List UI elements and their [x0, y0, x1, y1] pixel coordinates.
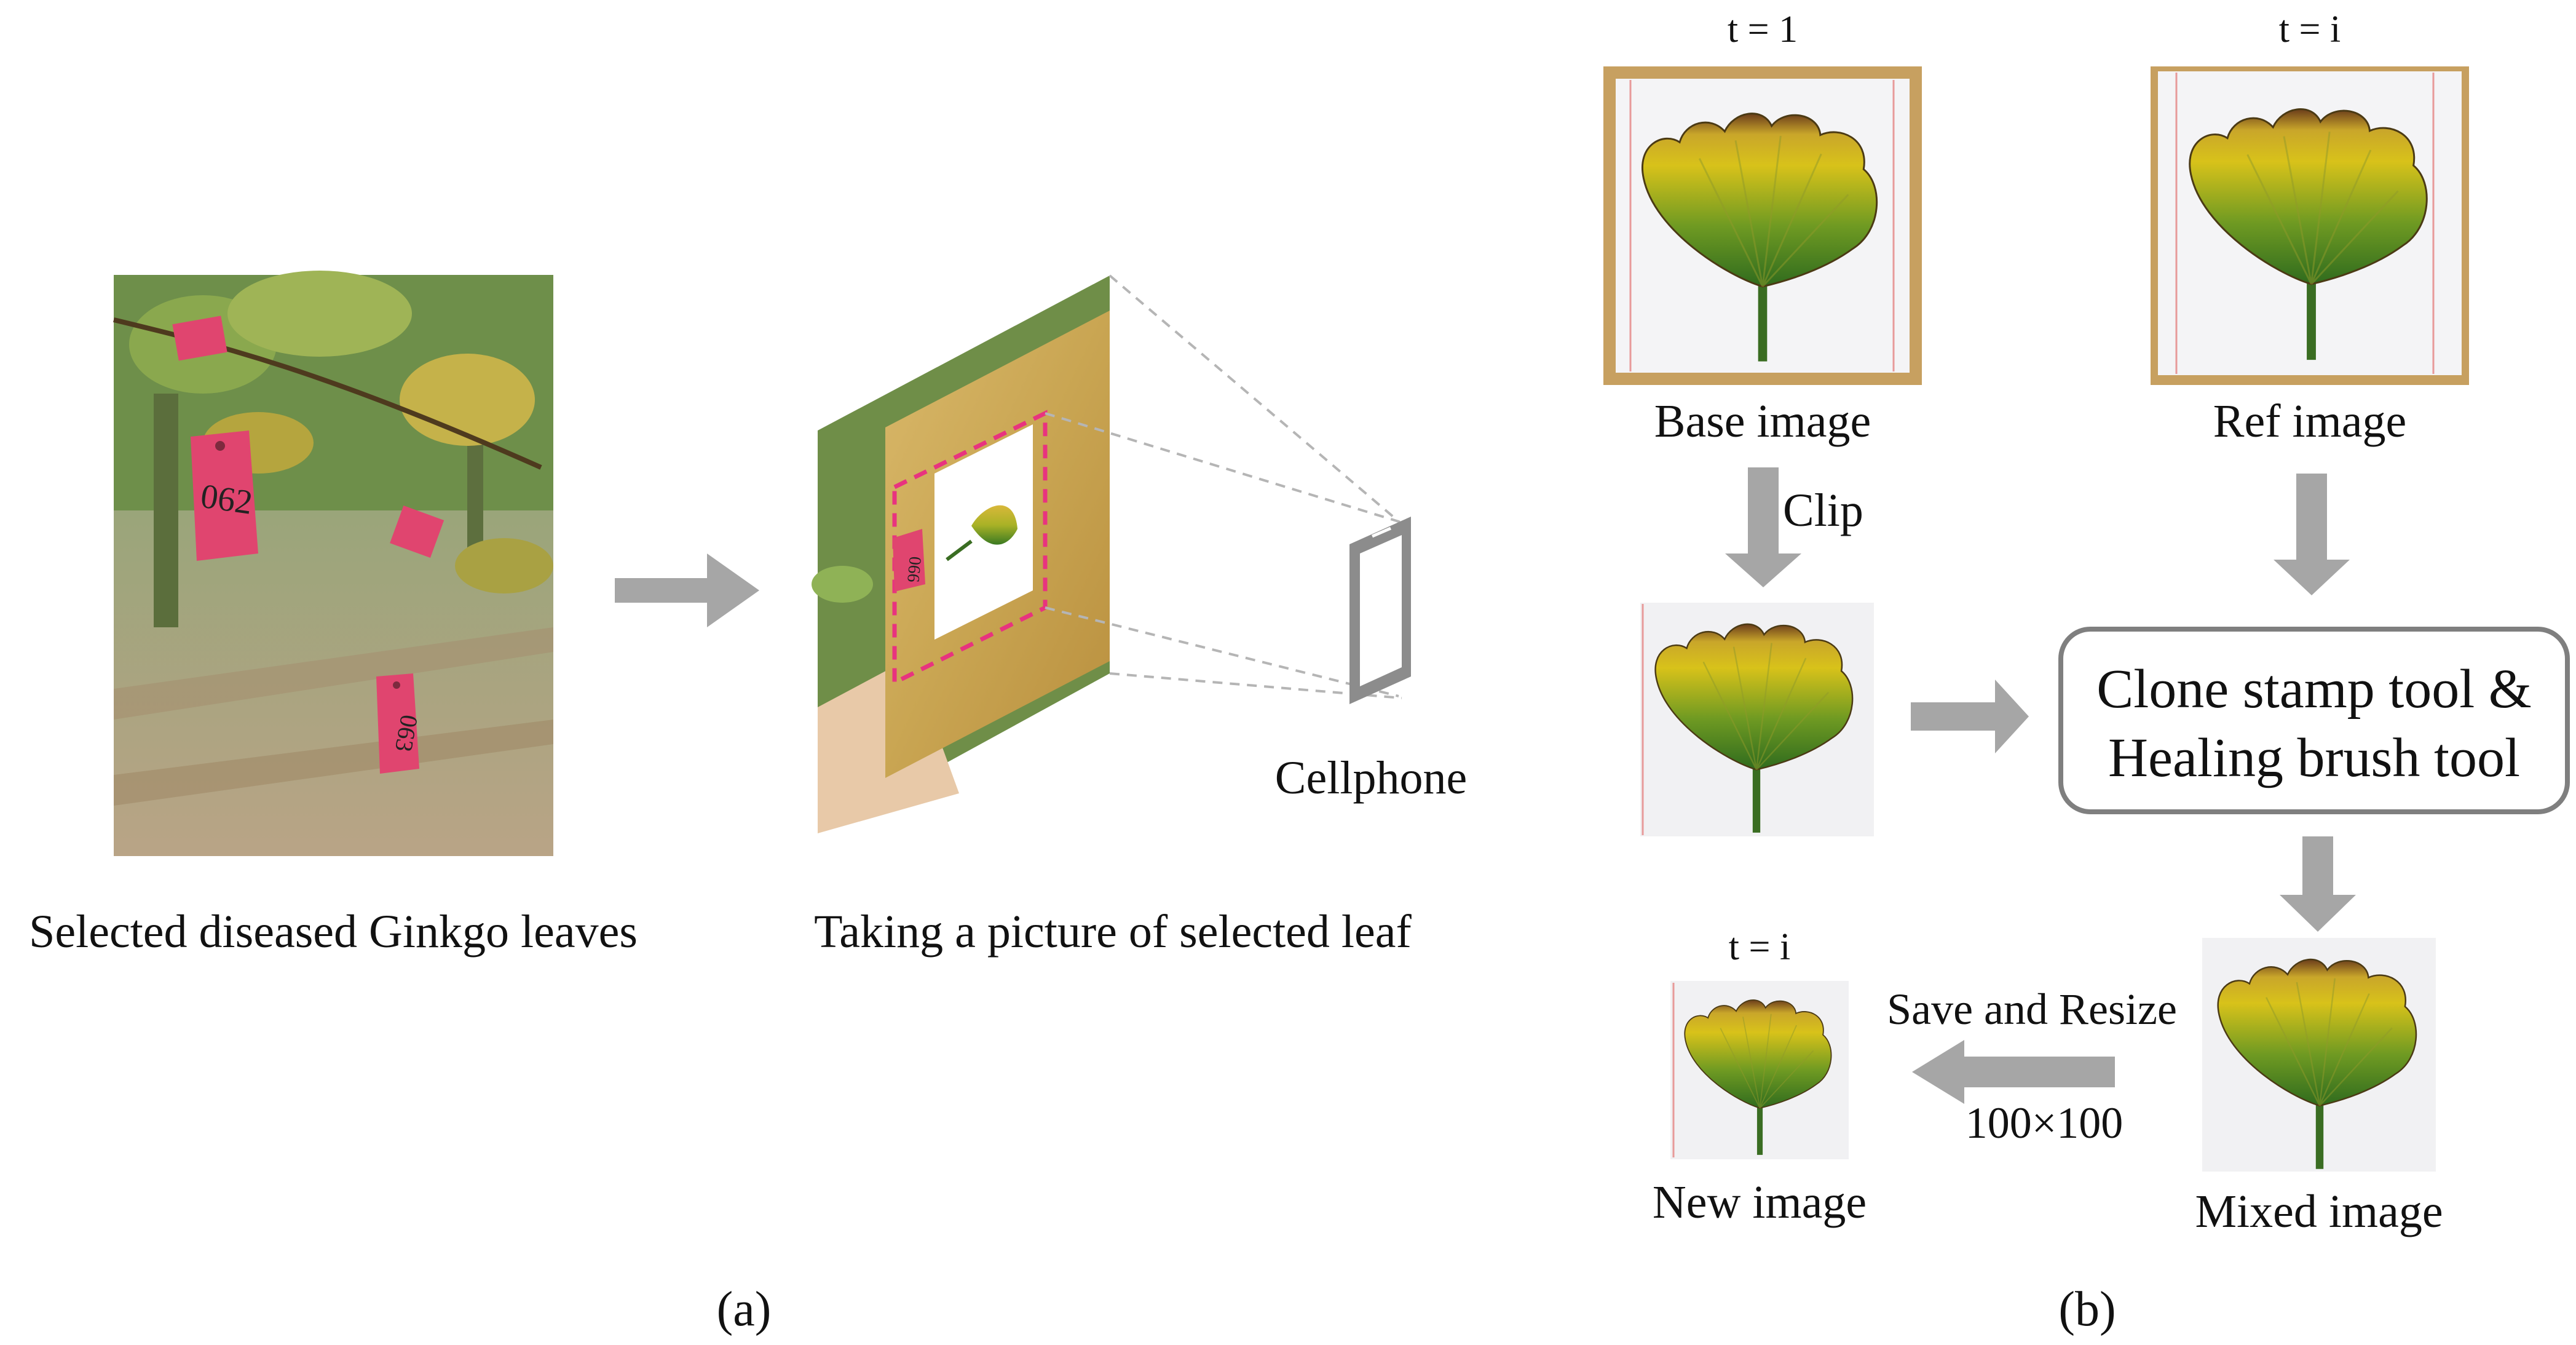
base-time-label: t = 1	[1728, 9, 1798, 50]
ginkgo-field-photo: 062 063	[113, 271, 553, 856]
tag-066-label: 066	[903, 555, 925, 583]
ref-time-label: t = i	[2279, 9, 2341, 50]
clipped-image	[1640, 603, 1874, 836]
flow-arrow-a	[615, 553, 759, 627]
clip-arrow	[1725, 467, 1801, 587]
caption-taking-picture: Taking a picture of selected leaf	[814, 906, 1412, 958]
tool-box: Clone stamp tool & Healing brush tool	[2058, 627, 2570, 814]
cellphone-label: Cellphone	[1275, 752, 1467, 804]
base-image-caption: Base image	[1654, 395, 1871, 447]
size-label: 100×100	[1966, 1098, 2124, 1148]
tool-box-line2: Healing brush tool	[2108, 728, 2520, 788]
caption-selected-leaves: Selected diseased Ginkgo leaves	[29, 906, 638, 958]
mixed-image	[2202, 938, 2436, 1172]
clip-label: Clip	[1783, 485, 1863, 536]
tag-062-label: 062	[199, 477, 255, 522]
base-image	[1603, 66, 1922, 385]
to-tool-arrow	[1911, 680, 2029, 753]
save-resize-arrow	[1912, 1040, 2115, 1104]
mixed-image-caption: Mixed image	[2195, 1186, 2443, 1237]
new-image-caption: New image	[1653, 1176, 1867, 1228]
to-mixed-arrow	[2280, 836, 2356, 932]
new-image	[1670, 981, 1849, 1159]
panel-label-b: (b)	[2058, 1282, 2116, 1336]
new-time-label: t = i	[1729, 926, 1790, 968]
cellphone-icon	[1349, 517, 1411, 704]
tag-063-label: 063	[390, 713, 424, 754]
panel-label-a: (a)	[717, 1282, 772, 1336]
ref-down-arrow	[2274, 474, 2350, 595]
save-resize-label: Save and Resize	[1887, 985, 2177, 1034]
ref-image-caption: Ref image	[2213, 395, 2406, 447]
tool-box-line1: Clone stamp tool &	[2096, 659, 2531, 720]
leaf-photo-perspective: 066	[812, 276, 1110, 833]
ref-image	[2151, 66, 2469, 385]
